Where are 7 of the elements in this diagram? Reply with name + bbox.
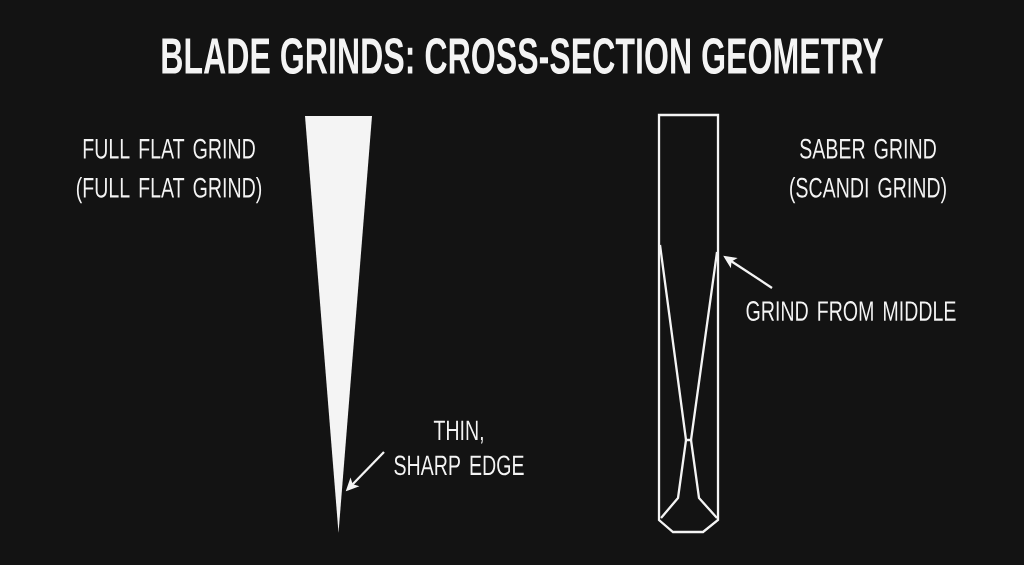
callout-label: GRIND FROM MIDDLE xyxy=(746,301,956,321)
blade-cross-section xyxy=(657,113,720,534)
grind-heading: SABER GRIND (SCANDI GRIND) xyxy=(790,138,946,204)
grind-heading: FULL FLAT GRIND (FULL FLAT GRIND) xyxy=(76,138,262,204)
title: BLADE GRINDS: CROSS-SECTION GEOMETRY xyxy=(162,37,884,75)
callout-label: THIN, SHARP EDGE xyxy=(394,420,524,476)
blade-cross-section xyxy=(305,116,372,533)
